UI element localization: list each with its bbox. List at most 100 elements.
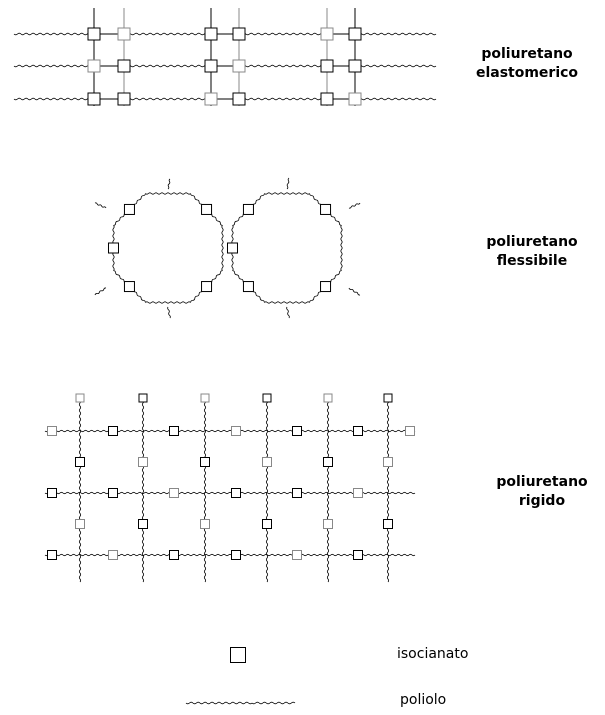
isocyanate-square — [108, 426, 118, 436]
isocyanate-square — [204, 59, 218, 73]
isocyanate-square — [108, 550, 118, 560]
isocyanate-square — [138, 393, 148, 403]
isocyanate-square — [353, 550, 363, 560]
isocyanate-square — [123, 281, 135, 293]
polyol-chain — [130, 64, 205, 68]
isocyanate-square — [204, 92, 218, 106]
isocyanate-square — [323, 519, 333, 529]
isocyanate-square — [201, 281, 213, 293]
isocyanate-square — [353, 426, 363, 436]
isocyanate-square — [169, 426, 179, 436]
isocyanate-square — [320, 92, 334, 106]
polyol-chain — [13, 64, 88, 68]
label-rigido-line2: rigido — [518, 493, 566, 509]
isocyanate-square — [169, 550, 179, 560]
polyol-chain — [286, 306, 290, 319]
isocyanate-square — [47, 550, 57, 560]
isocyanate-square — [138, 457, 148, 467]
polyol-chain — [245, 97, 321, 101]
isocyanate-square — [292, 488, 302, 498]
polyol-chain — [361, 97, 437, 101]
polyol-chain — [326, 396, 330, 583]
isocyanate-square — [200, 457, 210, 467]
isocyanate-square — [323, 393, 333, 403]
isocyanate-square — [323, 457, 333, 467]
isocyanate-square — [353, 488, 363, 498]
isocyanate-square — [262, 393, 272, 403]
isocyanate-square — [87, 92, 101, 106]
polyol-chain — [264, 192, 310, 195]
polyol-chain — [251, 701, 296, 705]
elastomeric-structure — [13, 8, 437, 106]
isocyanate-square — [232, 92, 246, 106]
isocyanate-square — [117, 59, 131, 73]
label-flessibile: poliuretano flessibile — [477, 233, 587, 271]
legend-isocianato-label: isocianato — [397, 646, 469, 662]
polyol-chain — [348, 287, 361, 296]
rigid-structure — [44, 393, 416, 583]
polyol-chain — [78, 396, 82, 583]
isocyanate-square — [348, 92, 362, 106]
polyol-chain — [348, 202, 361, 209]
isocyanate-square — [320, 59, 334, 73]
polyol-chain — [141, 396, 145, 583]
isocyanate-square — [348, 59, 362, 73]
isocyanate-square — [232, 27, 246, 41]
polyol-chain — [13, 97, 88, 101]
isocyanate-square — [47, 426, 57, 436]
polyol-chain — [203, 396, 207, 583]
label-rigido: poliuretano rigido — [487, 473, 597, 511]
isocyanate-square — [138, 519, 148, 529]
label-flessibile-line2: flessibile — [496, 253, 568, 269]
isocyanate-square — [87, 59, 101, 73]
polyol-chain — [167, 306, 171, 319]
polyol-chain — [265, 396, 269, 583]
polyol-chain — [361, 32, 437, 36]
isocyanate-square — [320, 203, 332, 215]
legend — [185, 647, 296, 705]
isocyanate-square — [383, 457, 393, 467]
isocyanate-square — [169, 488, 179, 498]
isocyanate-square — [75, 393, 85, 403]
isocyanate-square — [231, 550, 241, 560]
isocyanate-square — [200, 393, 210, 403]
isocyanate-square — [320, 27, 334, 41]
label-elastomerico-line2: elastomerico — [475, 65, 579, 81]
label-rigido-line1: poliuretano — [496, 474, 588, 490]
isocyanate-square — [75, 519, 85, 529]
isocyanate-square — [405, 426, 415, 436]
polyol-chain — [245, 64, 321, 68]
isocyanate-square — [108, 488, 118, 498]
polyol-chain — [340, 225, 343, 271]
isocyanate-square — [262, 457, 272, 467]
isocyanate-square — [231, 488, 241, 498]
polyol-chain — [361, 64, 437, 68]
label-elastomerico: poliuretano elastomerico — [462, 45, 592, 83]
isocyanate-square — [117, 27, 131, 41]
isocyanate-square — [200, 519, 210, 529]
isocyanate-square — [107, 242, 119, 254]
polyol-chain — [13, 32, 88, 36]
polyol-chain — [130, 32, 205, 36]
isocyanate-square — [47, 488, 57, 498]
polyol-chain — [94, 202, 107, 209]
isocyanate-square — [230, 647, 246, 663]
isocyanate-square — [292, 426, 302, 436]
polyol-chain — [286, 177, 290, 190]
isocyanate-square — [242, 203, 254, 215]
label-elastomerico-line1: poliuretano — [481, 46, 573, 62]
legend-poliolo-label: poliolo — [400, 692, 447, 708]
polyol-chain — [167, 178, 171, 190]
isocyanate-square — [348, 27, 362, 41]
polyol-chain — [386, 396, 390, 583]
isocyanate-square — [242, 281, 254, 293]
polyol-chain — [94, 287, 107, 296]
flexible-structure — [94, 177, 361, 319]
isocyanate-square — [383, 519, 393, 529]
isocyanate-square — [123, 203, 135, 215]
isocyanate-square — [232, 59, 246, 73]
isocyanate-square — [320, 281, 332, 293]
isocyanate-square — [292, 550, 302, 560]
isocyanate-square — [87, 27, 101, 41]
